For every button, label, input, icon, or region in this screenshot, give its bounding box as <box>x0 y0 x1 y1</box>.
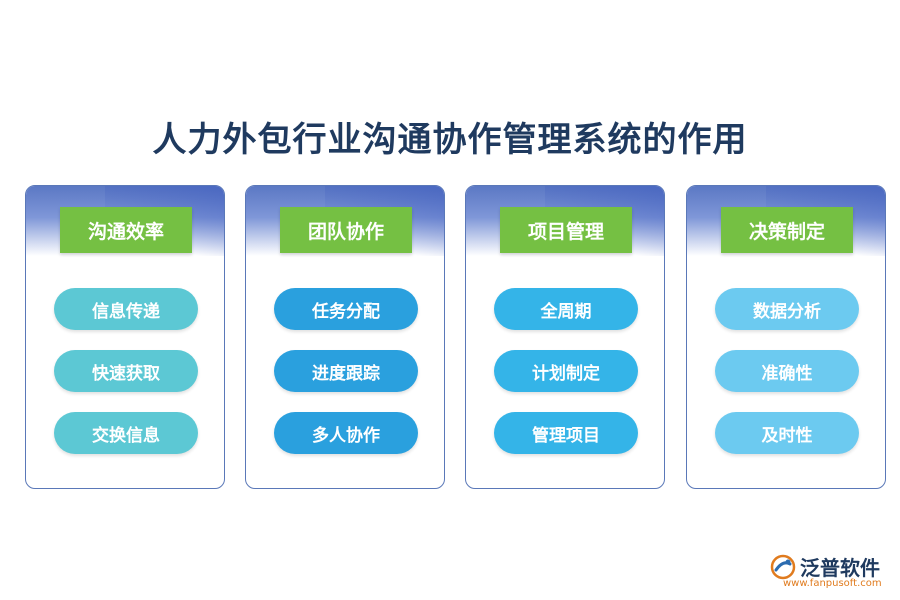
card-header-label: 项目管理 <box>500 207 632 253</box>
brand-name: 泛普软件 <box>800 556 880 580</box>
card-header-label: 决策制定 <box>721 207 853 253</box>
card-project-management: 项目管理 全周期 计划制定 管理项目 <box>465 185 665 489</box>
item-pill: 数据分析 <box>715 288 859 330</box>
item-pill: 进度跟踪 <box>274 350 418 392</box>
brand-logo: 泛普软件 <box>770 552 880 581</box>
item-pill: 及时性 <box>715 412 859 454</box>
item-pill: 管理项目 <box>494 412 638 454</box>
card-communication-efficiency: 沟通效率 信息传递 快速获取 交换信息 <box>25 185 225 489</box>
item-pill: 准确性 <box>715 350 859 392</box>
item-pill: 全周期 <box>494 288 638 330</box>
card-team-collaboration: 团队协作 任务分配 进度跟踪 多人协作 <box>245 185 445 489</box>
item-pill: 多人协作 <box>274 412 418 454</box>
brand-url: www.fanpusoft.com <box>783 578 882 589</box>
item-pill: 快速获取 <box>54 350 198 392</box>
item-pill: 计划制定 <box>494 350 638 392</box>
card-header-label: 团队协作 <box>280 207 412 253</box>
card-header-label: 沟通效率 <box>60 207 192 253</box>
item-pill: 信息传递 <box>54 288 198 330</box>
fanpu-logo-icon <box>770 554 796 579</box>
item-pill: 交换信息 <box>54 412 198 454</box>
item-pill: 任务分配 <box>274 288 418 330</box>
page-title: 人力外包行业沟通协作管理系统的作用 <box>152 120 748 160</box>
card-decision-making: 决策制定 数据分析 准确性 及时性 <box>686 185 886 489</box>
